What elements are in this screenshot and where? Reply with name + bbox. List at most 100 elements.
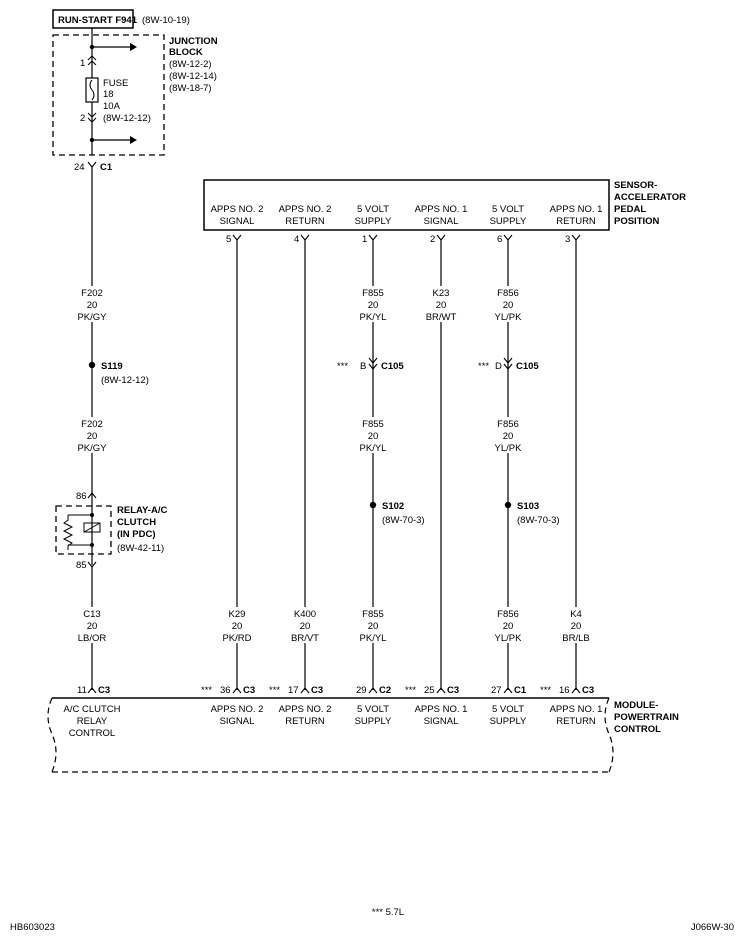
wire-k400-gauge: 20 bbox=[300, 621, 311, 632]
svg-text:1: 1 bbox=[362, 234, 367, 245]
c105-d-name: C105 bbox=[516, 361, 539, 372]
splice-s119-ref: (8W-12-12) bbox=[101, 375, 149, 386]
pcm-pin-17: *** 17 C3 bbox=[269, 685, 323, 696]
wire-f856-b-gauge: 20 bbox=[503, 431, 514, 442]
svg-text:APPS NO. 2: APPS NO. 2 bbox=[279, 704, 332, 715]
c105-d-pin: D bbox=[495, 361, 502, 372]
relay-outline bbox=[55, 505, 112, 555]
connector-chevron-icon bbox=[232, 234, 581, 241]
svg-text:2: 2 bbox=[430, 234, 435, 245]
fuse-ref: (8W-12-12) bbox=[103, 113, 151, 124]
sensor-title-4: POSITION bbox=[614, 216, 660, 227]
splice-s119-dot bbox=[88, 361, 96, 369]
relay-ref: (8W-42-11) bbox=[117, 543, 164, 554]
wire-f855-a-circuit: F855 bbox=[362, 288, 384, 299]
connector-chevron-icon bbox=[87, 687, 581, 694]
svg-text:5 VOLT: 5 VOLT bbox=[357, 704, 389, 715]
run-start-ref: (8W-10-19) bbox=[142, 15, 190, 26]
svg-text:RELAY: RELAY bbox=[77, 716, 108, 727]
sensor-pin-apps1-signal: APPS NO. 1 SIGNAL 2 bbox=[415, 204, 468, 245]
svg-text:A/C CLUTCH: A/C CLUTCH bbox=[63, 704, 120, 715]
pcm-label-apps2-return: APPS NO. 2 RETURN bbox=[279, 704, 332, 727]
splice-s119-name: S119 bbox=[101, 361, 123, 372]
relay-title-2: CLUTCH bbox=[117, 517, 156, 528]
svg-text:C3: C3 bbox=[311, 685, 323, 696]
relay-pin-86: 86 bbox=[76, 491, 87, 502]
wire-f855-c-color: PK/YL bbox=[360, 633, 387, 644]
connector-chevron-icon bbox=[87, 492, 97, 499]
wire-c13-gauge: 20 bbox=[87, 621, 98, 632]
wire-k400-color: BR/VT bbox=[291, 633, 319, 644]
svg-text:APPS NO. 2: APPS NO. 2 bbox=[211, 704, 264, 715]
pcm-title-1: MODULE- bbox=[614, 700, 658, 711]
wire-f855-a-color: PK/YL bbox=[360, 312, 387, 323]
splice-s103-name: S103 bbox=[517, 501, 539, 512]
svg-text:5 VOLT: 5 VOLT bbox=[357, 204, 389, 215]
svg-text:SIGNAL: SIGNAL bbox=[424, 216, 459, 227]
svg-text:APPS NO. 1: APPS NO. 1 bbox=[415, 704, 468, 715]
svg-text:RETURN: RETURN bbox=[556, 716, 596, 727]
wire-f202-b-gauge: 20 bbox=[87, 431, 98, 442]
pcm-label-apps1-signal: APPS NO. 1 SIGNAL bbox=[415, 704, 468, 727]
run-start-box bbox=[52, 9, 134, 29]
junction-block-outline bbox=[52, 34, 165, 156]
wire-f856-c-color: YL/PK bbox=[495, 633, 523, 644]
svg-text:36: 36 bbox=[220, 685, 231, 696]
bus-arrow-icon bbox=[130, 43, 137, 51]
svg-text:5 VOLT: 5 VOLT bbox=[492, 204, 524, 215]
wire-c13-color: LB/OR bbox=[78, 633, 107, 644]
wire-f856-c-gauge: 20 bbox=[503, 621, 514, 632]
junction-block-ref-2: (8W-12-14) bbox=[169, 71, 217, 82]
fuse-label: FUSE bbox=[103, 78, 128, 89]
svg-text:SIGNAL: SIGNAL bbox=[424, 716, 459, 727]
svg-text:17: 17 bbox=[288, 685, 299, 696]
wire-k29-gauge: 20 bbox=[232, 621, 243, 632]
svg-text:RETURN: RETURN bbox=[285, 716, 325, 727]
sensor-pin-5v-supply-1: 5 VOLT SUPPLY 1 bbox=[355, 204, 392, 245]
splice-s102-dot bbox=[369, 501, 377, 509]
svg-text:SIGNAL: SIGNAL bbox=[220, 216, 255, 227]
wire-f856-b-color: YL/PK bbox=[495, 443, 523, 454]
svg-text:RETURN: RETURN bbox=[285, 216, 325, 227]
pcm-pin-25: *** 25 C3 bbox=[405, 685, 459, 696]
junction-block-ref-3: (8W-18-7) bbox=[169, 83, 212, 94]
svg-text:SIGNAL: SIGNAL bbox=[220, 716, 255, 727]
pcm-left-edge bbox=[47, 697, 57, 773]
sensor-pin-apps2-signal: APPS NO. 2 SIGNAL 5 bbox=[211, 204, 264, 245]
pcm-pin-11: 11 C3 bbox=[77, 685, 110, 696]
junction-block-ref-1: (8W-12-2) bbox=[169, 59, 212, 70]
splice-s103-dot bbox=[504, 501, 512, 509]
wire-f202-b-circuit: F202 bbox=[81, 419, 103, 430]
pcm-label-5v-supply-1: 5 VOLT SUPPLY bbox=[355, 704, 392, 727]
relay-title-3: (IN PDC) bbox=[117, 529, 156, 540]
svg-text:C3: C3 bbox=[447, 685, 459, 696]
wire-f855-b-gauge: 20 bbox=[368, 431, 379, 442]
svg-text:25: 25 bbox=[424, 685, 435, 696]
svg-text:C3: C3 bbox=[243, 685, 255, 696]
wire-k4-color: BR/LB bbox=[562, 633, 589, 644]
fuse-number: 18 bbox=[103, 89, 114, 100]
resistor-icon bbox=[62, 515, 74, 550]
wire-f856-a-gauge: 20 bbox=[503, 300, 514, 311]
wire-k29-color: PK/RD bbox=[222, 633, 251, 644]
run-start-title: RUN-START F941 bbox=[58, 15, 138, 26]
svg-text:16: 16 bbox=[559, 685, 570, 696]
wire-c13-circuit: C13 bbox=[83, 609, 100, 620]
svg-text:6: 6 bbox=[497, 234, 502, 245]
splice-s103-ref: (8W-70-3) bbox=[517, 515, 560, 526]
c1-name: C1 bbox=[100, 162, 113, 173]
pcm-pin-27: 27 C1 bbox=[491, 685, 527, 696]
junction-pin-in: 1 bbox=[80, 58, 85, 69]
sensor-title-1: SENSOR- bbox=[614, 180, 657, 191]
wire-k400-circuit: K400 bbox=[294, 609, 316, 620]
c105-b-prefix: *** bbox=[337, 361, 348, 372]
svg-text:27: 27 bbox=[491, 685, 502, 696]
wire-f855-c-circuit: F855 bbox=[362, 609, 384, 620]
wire-f856-a-color: YL/PK bbox=[495, 312, 523, 323]
c105-b-name: C105 bbox=[381, 361, 404, 372]
wire-f855-c-gauge: 20 bbox=[368, 621, 379, 632]
sensor-pin-apps2-return: APPS NO. 2 RETURN 4 bbox=[279, 204, 332, 245]
svg-text:APPS NO. 2: APPS NO. 2 bbox=[279, 204, 332, 215]
pcm-label-ac-clutch: A/C CLUTCH RELAY CONTROL bbox=[63, 704, 120, 739]
